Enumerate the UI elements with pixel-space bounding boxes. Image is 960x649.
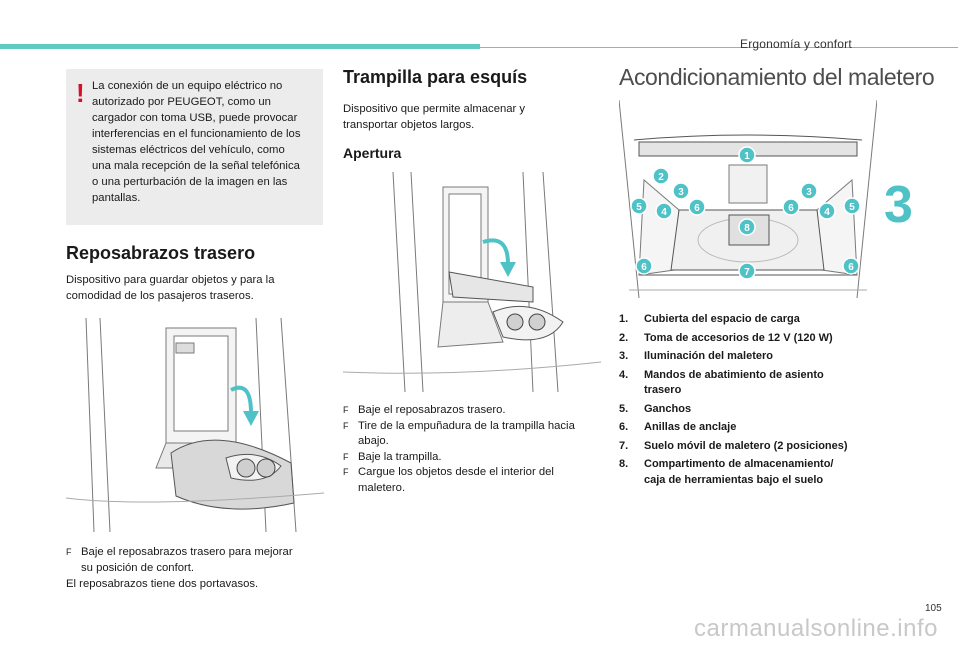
callout-label: 4 [661, 207, 667, 218]
chapter-number: 3 [884, 176, 913, 234]
callout-4-icon [655, 202, 673, 220]
list-item: 5.Ganchos [619, 402, 692, 415]
list-item: 6.Anillas de anclaje [619, 421, 737, 433]
arrow-bullet-icon: F [343, 451, 349, 462]
callout-label: 7 [744, 267, 750, 278]
section-title: Ergonomía y confort [740, 37, 852, 51]
callout-label: 5 [849, 202, 855, 213]
callout-8-icon [738, 218, 756, 236]
armrest-note: El reposabrazos tiene dos portavasos. [66, 578, 259, 590]
callout-label: 6 [848, 262, 854, 273]
callout-5-icon [630, 197, 648, 215]
trunk-legend: 1.Cubierta del espacio de carga 2.Toma d… [619, 312, 884, 491]
armrest-heading: Reposabrazos trasero [66, 243, 256, 263]
arrow-bullet-icon: F [66, 547, 72, 557]
callout-label: 6 [694, 203, 700, 214]
ski-hatch-intro: Dispositivo que permite almacenar y tran… [343, 103, 526, 131]
callout-label: 6 [641, 262, 647, 273]
callout-label: 5 [636, 202, 642, 213]
header-accent-line [480, 47, 958, 48]
arrow-bullet-icon: F [343, 420, 349, 431]
armrest-intro: Dispositivo para guardar objetos y para … [66, 274, 275, 302]
ski-hatch-illustration [343, 172, 601, 392]
arrow-bullet-icon: F [343, 405, 349, 415]
callout-6-icon [635, 257, 653, 275]
list-item: 8.Compartimento de almacenamiento/caja d… [619, 458, 834, 486]
list-item: 1.Cubierta del espacio de carga [619, 313, 800, 325]
callout-4-icon [818, 202, 836, 220]
callout-2-icon [652, 167, 670, 185]
trunk-heading: Acondicionamiento del maletero [619, 64, 935, 90]
ski-hatch-subheading: Apertura [343, 145, 402, 161]
armrest-illustration [66, 318, 324, 532]
callout-7-icon [738, 262, 756, 280]
header-accent-bar [0, 44, 480, 49]
callout-3-icon [672, 182, 690, 200]
callout-6-icon [688, 198, 706, 216]
callout-5-icon [843, 197, 861, 215]
callout-3-icon [800, 182, 818, 200]
callout-label: 8 [744, 223, 750, 234]
callout-6-icon [842, 257, 860, 275]
callout-label: 6 [788, 203, 794, 214]
callout-label: 3 [678, 187, 684, 198]
warning-box [66, 69, 323, 225]
arrow-bullet-icon: F [343, 467, 349, 477]
trunk-illustration: 1 2 3 3 5 5 4 4 6 6 8 6 6 7 [619, 100, 877, 298]
warning-text: La conexión de un equipo eléctrico no au… [92, 80, 301, 204]
list-item: 7.Suelo móvil de maletero (2 posiciones) [619, 439, 848, 452]
warning-icon: ! [76, 78, 85, 108]
callout-6-icon [782, 198, 800, 216]
callout-label: 3 [806, 187, 812, 198]
list-item: 2.Toma de accesorios de 12 V (120 W) [619, 331, 833, 344]
page-number: 105 [925, 603, 942, 614]
watermark: carmanualsonline.info [694, 615, 938, 642]
callout-label: 1 [744, 151, 750, 162]
callout-1-icon [738, 146, 756, 164]
list-item: 3.Iluminación del maletero [619, 350, 773, 362]
ski-hatch-heading: Trampilla para esquís [343, 67, 528, 87]
callout-label: 2 [658, 172, 664, 183]
callout-label: 4 [824, 207, 830, 218]
